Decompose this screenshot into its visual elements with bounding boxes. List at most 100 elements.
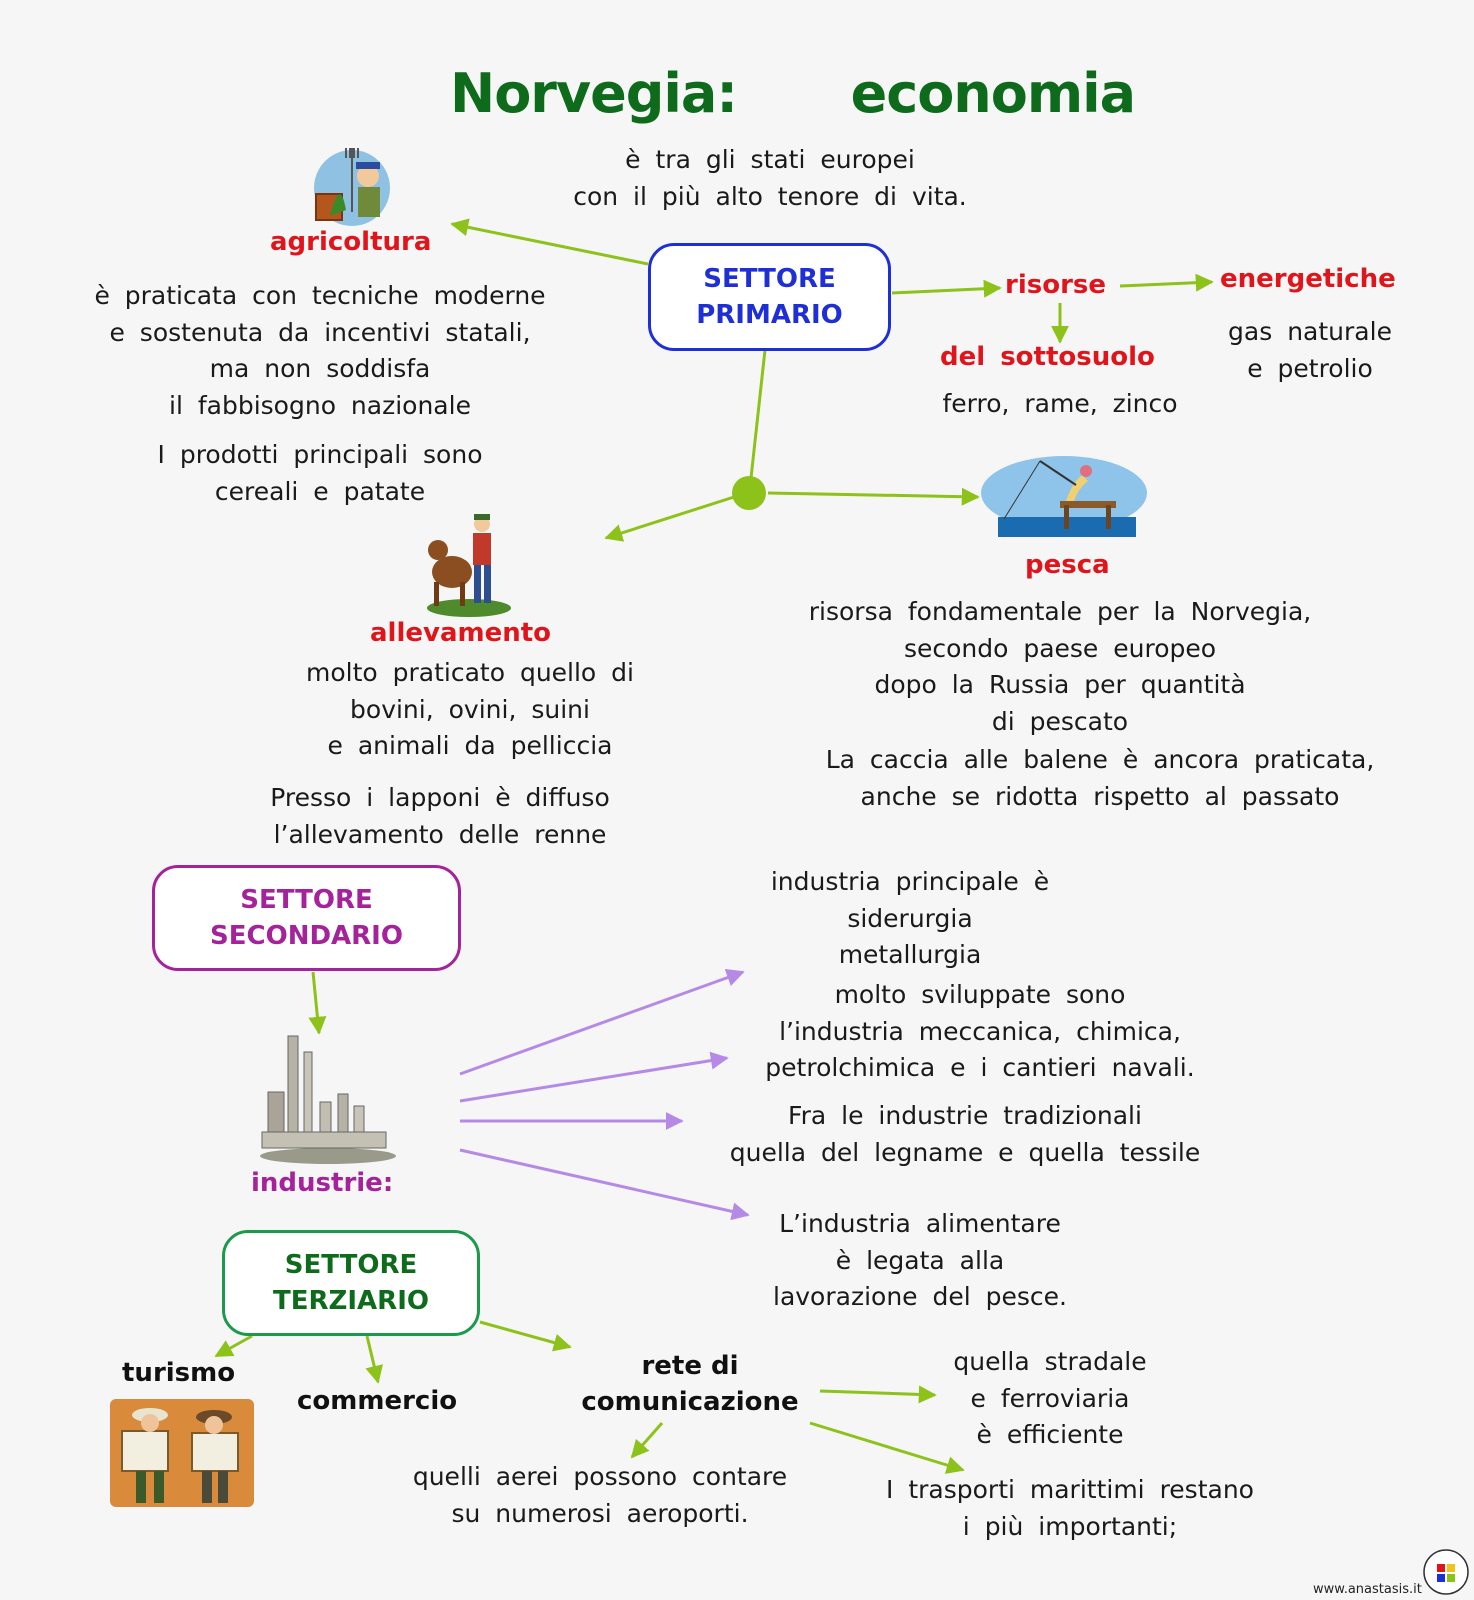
text-line: l’allevamento delle renne (273, 819, 607, 849)
supermappe-logo-icon (1423, 1549, 1469, 1595)
text-line: quella del legname e quella tessile (729, 1137, 1201, 1167)
rete-comunicazione-label: rete di comunicazione (570, 1348, 810, 1420)
box-line: TERZIARIO (273, 1286, 429, 1316)
text-line: gas naturale (1228, 317, 1392, 346)
arrow-to-industry-4 (459, 1148, 750, 1221)
text-line: industria principale è (770, 867, 1050, 896)
allevamento-label: allevamento (370, 618, 552, 648)
box-line: SETTORE (703, 264, 836, 294)
text-line: e ferroviaria (970, 1383, 1130, 1413)
arrow-to-rete (479, 1320, 572, 1352)
industry-item-2: molto sviluppate sono l’industria meccan… (730, 977, 1230, 1087)
branch-node (732, 476, 766, 510)
text-line: risorsa fondamentale per la Norvegia, (808, 597, 1312, 626)
page-title: Norvegia: economia (450, 62, 1136, 125)
text-line: I trasporti marittimi restano (886, 1475, 1254, 1504)
factory-icon (260, 1035, 396, 1164)
arrow-to-allevamento (604, 495, 735, 542)
allevamento-text: molto praticato quello di bovini, ovini,… (270, 655, 670, 765)
marittimi-text: I trasporti marittimi restano i più impo… (850, 1472, 1290, 1545)
industry-item-4: L’industria alimentare è legata alla lav… (755, 1206, 1085, 1316)
tourists-icon (110, 1399, 254, 1507)
box-line: SETTORE (240, 885, 373, 915)
box-line: SECONDARIO (210, 921, 403, 951)
sottosuolo-text: ferro, rame, zinco (942, 389, 1178, 418)
text-line: L’industria alimentare (779, 1209, 1061, 1238)
aerei-text: quelli aerei possono contare su numerosi… (380, 1459, 820, 1532)
intro-line: con il più alto tenore di vita. (573, 181, 967, 211)
text-line: siderurgia (847, 903, 973, 933)
text-line: è legata alla (835, 1245, 1005, 1275)
text-line: petrolchimica e i cantieri navali. (765, 1053, 1195, 1082)
text-line: molto praticato quello di (305, 658, 634, 687)
text-line: di pescato (991, 706, 1129, 736)
arrow-to-agricoltura (450, 218, 649, 266)
energetiche-label: energetiche (1220, 264, 1396, 294)
intro-line: è tra gli stati europei (625, 145, 915, 174)
text-line: e petrolio (1247, 353, 1373, 383)
arrow-secondario-to-industrie (308, 971, 327, 1035)
arrow-to-aerei (630, 1422, 664, 1459)
text-line: quelli aerei possono contare (412, 1462, 788, 1491)
text-line: quella stradale (953, 1347, 1147, 1376)
title-left: Norvegia: (450, 62, 738, 125)
text-line: comunicazione (581, 1387, 799, 1417)
text-line: rete di (641, 1351, 739, 1381)
arrow-to-commercio (365, 1335, 383, 1384)
text-line: metallurgia (838, 940, 982, 969)
text-line: cereali e patate (214, 476, 426, 506)
text-line: lavorazione del pesce. (773, 1282, 1067, 1311)
text-line: l’industria meccanica, chimica, (779, 1016, 1181, 1046)
industry-item-1: industria principale è siderurgia metall… (750, 864, 1070, 974)
commercio-label: commercio (297, 1386, 458, 1416)
text-line: su numerosi aeroporti. (451, 1498, 749, 1528)
settore-primario-box: SETTORE PRIMARIO (648, 243, 891, 351)
title-right: economia (850, 62, 1136, 125)
pesca-label: pesca (1025, 550, 1110, 580)
risorse-label: risorse (1005, 270, 1107, 300)
text-line: anche se ridotta rispetto al passato (860, 781, 1340, 811)
pesca-text: risorsa fondamentale per la Norvegia, se… (770, 594, 1350, 740)
industrie-label: industrie: (251, 1168, 394, 1198)
text-line: bovini, ovini, suini (350, 694, 590, 724)
agricoltura-label: agricoltura (270, 227, 432, 257)
line-primario-to-node (749, 349, 767, 479)
text-line: è praticata con tecniche moderne (94, 281, 546, 310)
intro-text: è tra gli stati europei con il più alto … (540, 142, 1000, 215)
allevamento-renne: Presso i lapponi è diffuso l’allevamento… (240, 780, 640, 853)
text-line: Fra le industrie tradizionali (788, 1101, 1142, 1130)
text-line: è efficiente (976, 1420, 1124, 1449)
sottosuolo-label: del sottosuolo (940, 342, 1155, 372)
turismo-label: turismo (122, 1358, 236, 1388)
text-line: i più importanti; (962, 1511, 1178, 1541)
text-line: I prodotti principali sono (157, 440, 483, 469)
text-line: molto sviluppate sono (834, 980, 1126, 1009)
arrow-to-risorse (891, 279, 1002, 298)
text-line: La caccia alle balene è ancora praticata… (825, 745, 1375, 774)
agricoltura-products: I prodotti principali sono cereali e pat… (90, 437, 550, 510)
fishing-icon (981, 456, 1147, 537)
text-line: il fabbisogno nazionale (169, 390, 471, 420)
text-line: dopo la Russia per quantità (874, 670, 1246, 699)
site-url: www.anastasis.it (1313, 1582, 1422, 1597)
text-line: Presso i lapponi è diffuso (270, 783, 610, 812)
text-line: e animali da pelliccia (327, 731, 613, 760)
box-line: SETTORE (284, 1250, 418, 1280)
agricoltura-text: è praticata con tecniche moderne e soste… (40, 278, 600, 424)
arrow-to-marittimi (809, 1421, 965, 1474)
cow-farmer-icon (427, 514, 511, 617)
text-line: e sostenuta da incentivi statali, (109, 317, 531, 347)
box-line: PRIMARIO (696, 300, 843, 330)
arrow-to-energetiche (1119, 273, 1214, 292)
arrow-to-industry-2 (459, 1051, 729, 1103)
industry-item-3: Fra le industrie tradizionali quella del… (690, 1098, 1240, 1171)
settore-terziario-box: SETTORE TERZIARIO (222, 1230, 480, 1336)
arrow-to-pesca (767, 487, 980, 506)
arrow-to-stradale (819, 1385, 937, 1404)
arrow-to-industry-1 (459, 969, 745, 1076)
text-line: secondo paese europeo (903, 633, 1217, 663)
arrow-to-turismo (214, 1334, 253, 1358)
energetiche-text: gas naturale e petrolio (1200, 314, 1420, 387)
farmer-icon (314, 148, 390, 226)
